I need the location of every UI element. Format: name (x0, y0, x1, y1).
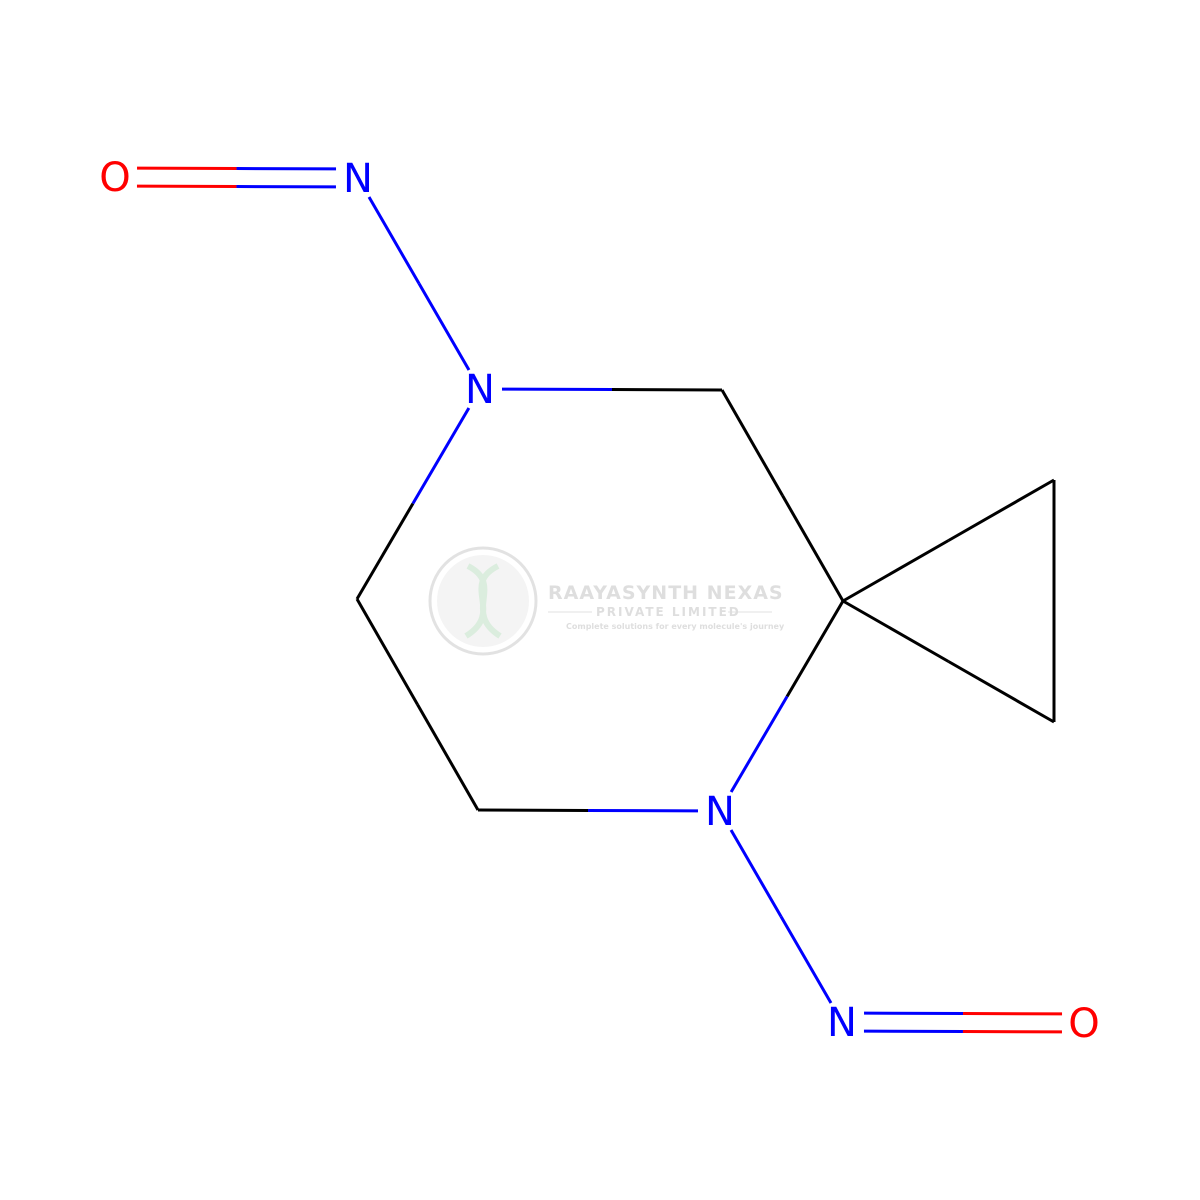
atom-label-n2: N (465, 367, 495, 413)
bond-layer (136, 166, 1063, 1034)
atom-label-o2: O (1068, 1001, 1099, 1047)
watermark-title: RAAYASYNTH NEXAS (548, 582, 784, 604)
bond-c2-n3-a (785, 600, 845, 698)
bond-c2-n3-b (729, 695, 789, 793)
watermark-logo-ring (428, 546, 538, 656)
atom-label-n3: N (705, 789, 735, 835)
watermark-subtitle: PRIVATE LIMITED (596, 605, 741, 619)
bond-c2-c3-b (947, 478, 1055, 542)
bond-c2-c4-b (947, 660, 1055, 724)
bond-c1-c2-a (720, 389, 784, 497)
bond-n3-n4-a (729, 829, 783, 918)
bond-n3-n4-b (779, 915, 833, 1004)
watermark-logo-disc (437, 555, 529, 647)
bond-n1-n2-a (367, 196, 421, 285)
company-watermark: RAAYASYNTH NEXAS PRIVATE LIMITED Complet… (428, 546, 785, 656)
atom-layer: O N N N N O (99, 155, 1099, 1047)
bond-c5-c6-a (416, 703, 480, 811)
atom-label-o1: O (99, 155, 130, 201)
bond-c5-c6-b (355, 598, 419, 706)
bond-c2-c3-a (842, 539, 950, 603)
watermark-tagline: Complete solutions for every molecule's … (566, 622, 785, 631)
bond-n1-n2-b (417, 282, 471, 371)
bond-c6-n2-b (411, 407, 471, 505)
atom-label-n4: N (827, 1000, 857, 1046)
bond-c6-n2-a (355, 502, 415, 600)
bond-c1-c2-b (781, 494, 845, 602)
bond-c2-c4-a (842, 599, 950, 663)
dna-helix-icon (464, 563, 502, 639)
atom-label-n1: N (343, 156, 373, 202)
